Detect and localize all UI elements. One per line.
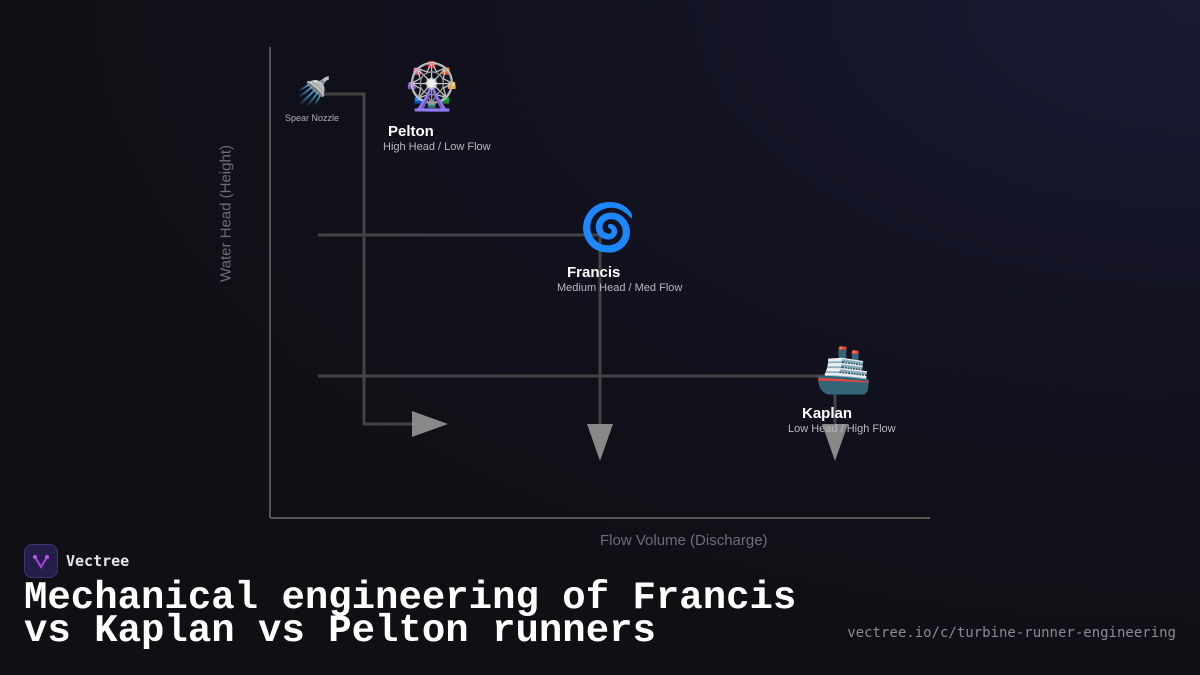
ferris-wheel-icon: 🎡 — [403, 59, 461, 113]
brand-name: Vectree — [66, 552, 130, 570]
francis-name: Francis — [567, 264, 621, 281]
cyclone-icon: 🌀 — [579, 200, 637, 254]
nozzle-label: Spear Nozzle — [285, 113, 340, 123]
page-url: vectree.io/c/turbine-runner-engineering — [847, 625, 1176, 641]
pelton-arrow — [412, 411, 448, 437]
pelton-name: Pelton — [388, 123, 434, 140]
francis-flow-path — [318, 233, 602, 426]
shower-icon: 🚿 — [296, 75, 331, 108]
kaplan-arrow — [822, 424, 848, 461]
kaplan-desc: Low Head / High Flow — [788, 423, 896, 435]
page-title: Mechanical engineering of Francis vs Kap… — [24, 576, 797, 653]
kaplan-flow-path — [318, 374, 837, 426]
vectree-logo-icon — [24, 544, 58, 578]
pelton-desc: High Head / Low Flow — [383, 141, 491, 153]
francis-desc: Medium Head / Med Flow — [557, 282, 683, 294]
pelton-flow-path — [318, 92, 414, 426]
brand: Vectree — [24, 544, 129, 578]
francis-arrow — [587, 424, 613, 461]
y-axis-label: Water Head (Height) — [217, 145, 235, 282]
x-axis-label: Flow Volume (Discharge) — [600, 532, 768, 549]
ship-icon: 🚢 — [815, 342, 873, 396]
kaplan-name: Kaplan — [802, 405, 853, 422]
